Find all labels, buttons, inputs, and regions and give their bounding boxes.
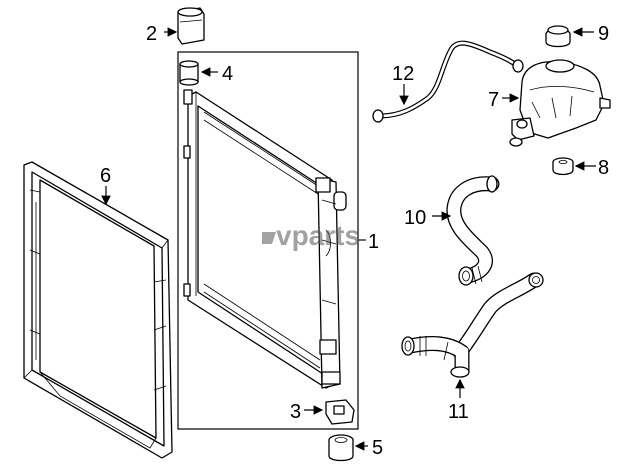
expansion-tank-cap-part bbox=[545, 25, 571, 48]
watermark-text: vparts bbox=[276, 220, 360, 251]
upper-mount-part bbox=[177, 7, 205, 45]
callout-1: 1 bbox=[368, 231, 379, 253]
callout-numbers: 1 2 3 4 5 6 7 8 9 10 11 12 bbox=[100, 23, 609, 459]
callout-5: 5 bbox=[372, 437, 383, 459]
callout-7: 7 bbox=[488, 89, 499, 111]
callout-8: 8 bbox=[598, 157, 609, 179]
vparts-logo-icon bbox=[262, 232, 276, 244]
lower-bracket-part bbox=[325, 399, 355, 425]
callout-10: 10 bbox=[404, 207, 426, 229]
callout-2: 2 bbox=[146, 23, 157, 45]
fan-shroud-frame-part bbox=[23, 161, 173, 459]
coolant-pipe-part bbox=[372, 40, 524, 123]
callout-11: 11 bbox=[448, 401, 469, 423]
mount-bushing-part bbox=[179, 60, 199, 86]
radiator-core-part bbox=[183, 89, 347, 389]
callout-4: 4 bbox=[222, 63, 233, 85]
callout-3: 3 bbox=[290, 401, 301, 423]
lower-bushing-part bbox=[328, 434, 354, 462]
callout-6: 6 bbox=[100, 165, 111, 187]
callout-leaders bbox=[101, 27, 596, 451]
vparts-watermark: vparts bbox=[262, 220, 360, 251]
callout-9: 9 bbox=[598, 23, 609, 45]
expansion-tank-part bbox=[509, 59, 611, 147]
lower-radiator-hose-part bbox=[401, 272, 544, 378]
callout-12: 12 bbox=[392, 63, 414, 85]
grommet-part bbox=[552, 157, 574, 176]
upper-radiator-hose-part bbox=[446, 175, 500, 286]
